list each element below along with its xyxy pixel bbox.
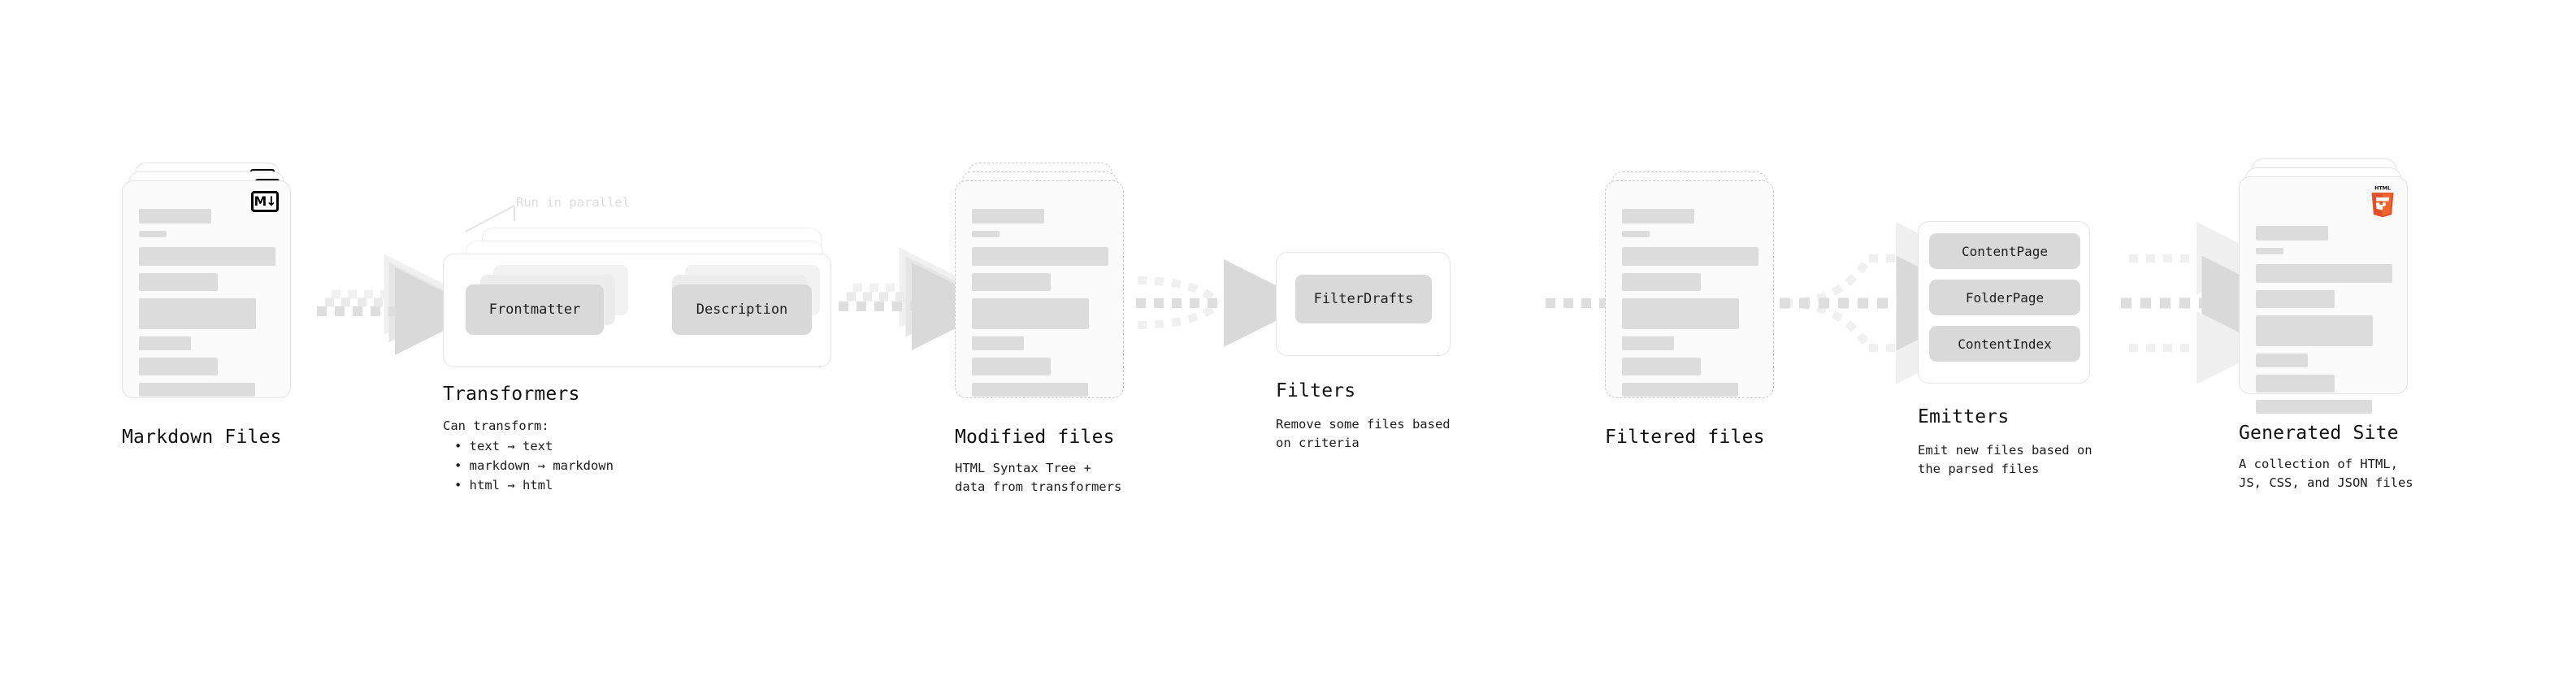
stage-title-modified-files: Modified files [955, 427, 1115, 448]
card-front: HTML [2239, 176, 2408, 414]
stage-desc-filters: Remove some files based on criteria [1276, 417, 1451, 451]
stage-title-filters: Filters [1276, 380, 1356, 401]
html5-badge: HTML [2368, 184, 2397, 218]
stage-modified-files: Modified files HTML Syntax Tree + data f… [955, 0, 1142, 681]
card-skeleton-body [972, 209, 1108, 404]
stage-markdown-files: M↓ M↓ M↓ Markdown Files [122, 0, 309, 681]
card-skeleton-body [2256, 205, 2392, 421]
stage-transformers: Run in parallel Frontmatter Description … [443, 0, 865, 681]
pill-contentindex[interactable]: ContentIndex [1929, 326, 2080, 362]
arrow-filtered-to-emitters [1780, 222, 1992, 384]
card-front [1605, 180, 1774, 398]
stage-title-transformers: Transformers [443, 384, 580, 405]
stage-desc-emitters: Emit new files based on the parsed files [1918, 443, 2092, 477]
list-item: • html → html [454, 478, 553, 493]
card-skeleton-body [139, 209, 275, 404]
transformers-capability-list: • text → text • markdown → markdown • ht… [443, 436, 614, 495]
pill-folderpage[interactable]: FolderPage [1929, 280, 2080, 315]
stage-title-filtered-files: Filtered files [1605, 427, 1765, 448]
arrow-modified-to-filters [1136, 259, 1312, 347]
list-item: • markdown → markdown [454, 458, 614, 474]
stage-generated-site: CSS HTML [2239, 0, 2450, 681]
modified-file-stack [955, 163, 1125, 398]
stage-desc-transformers: Can transform: [443, 419, 549, 433]
pill-filterdrafts[interactable]: FilterDrafts [1295, 275, 1432, 323]
generated-site-stack: CSS HTML [2239, 158, 2409, 414]
pill-description[interactable]: Description [672, 284, 812, 335]
run-in-parallel-label: Run in parallel [516, 195, 630, 210]
list-item: • text → text [454, 439, 553, 453]
card-skeleton-body [1622, 209, 1759, 404]
card-front [955, 180, 1124, 398]
svg-text:HTML: HTML [2374, 186, 2391, 192]
stage-filtered-files: Filtered files [1605, 0, 1792, 681]
stage-title-generated-site: Generated Site [2239, 423, 2399, 444]
stage-desc-modified-files: HTML Syntax Tree + data from transformer… [955, 461, 1122, 495]
card-front: M↓ [122, 180, 291, 398]
stage-emitters: ContentPage FolderPage ContentIndex Emit… [1918, 0, 2194, 681]
filtered-file-stack [1605, 163, 1776, 398]
stage-title-markdown-files: Markdown Files [122, 427, 282, 448]
stage-filters: FilterDrafts Filters Remove some files b… [1276, 0, 1552, 681]
markdown-badge: M↓ [251, 191, 279, 212]
stage-title-emitters: Emitters [1918, 406, 2010, 427]
pill-frontmatter[interactable]: Frontmatter [466, 284, 604, 335]
pill-contentpage[interactable]: ContentPage [1929, 233, 2080, 269]
markdown-file-stack: M↓ M↓ M↓ [122, 163, 293, 398]
stage-desc-generated-site: A collection of HTML, JS, CSS, and JSON … [2239, 457, 2413, 491]
arrow-markdown-to-transformers [317, 254, 483, 355]
